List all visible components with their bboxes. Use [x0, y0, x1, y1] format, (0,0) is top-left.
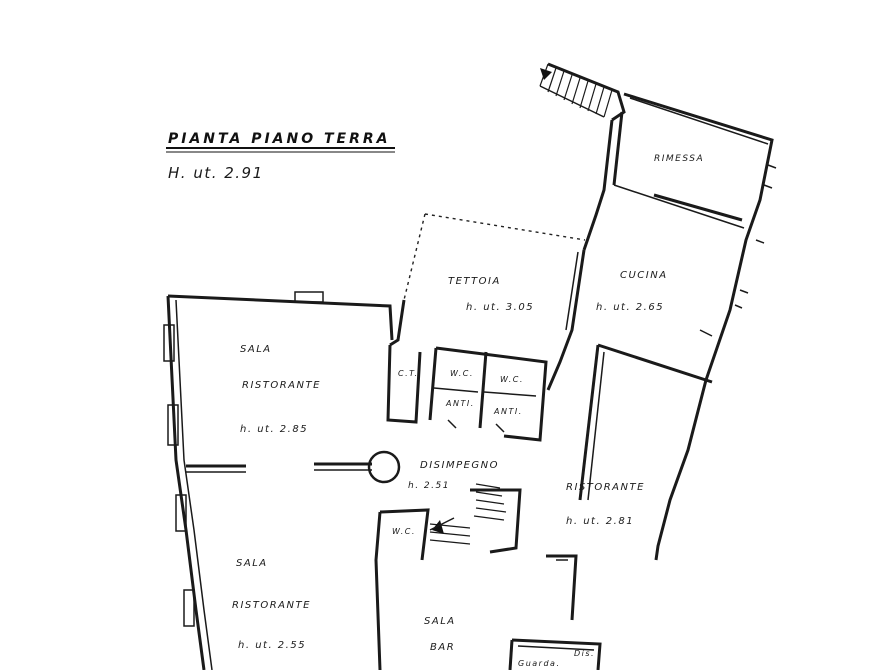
wc-block-walls	[428, 346, 548, 442]
label-ristorante-height: h. ut. 2.81	[566, 516, 634, 527]
label-anti1: ANTI.	[445, 399, 475, 408]
tettoia-outline	[389, 213, 586, 391]
label-wc3: W.C.	[392, 527, 416, 536]
height-note: H. ut. 2.91	[168, 164, 264, 182]
label-cucina: CUCINA	[620, 270, 668, 281]
label-disimpegno: DISIMPEGNO	[420, 460, 499, 471]
label-dis: Dis.	[574, 649, 595, 658]
exterior-stairs	[539, 62, 626, 122]
label-tettoia: TETTOIA	[448, 276, 501, 287]
label-sala2-ristorante: RISTORANTE	[232, 600, 311, 611]
label-guardaroba: Guarda.	[518, 659, 560, 668]
label-sala-bar: SALA	[424, 616, 456, 627]
lower-walls	[508, 554, 602, 670]
label-ristorante: RISTORANTE	[566, 482, 645, 493]
label-rimessa: RIMESSA	[654, 154, 704, 164]
label-bar: BAR	[430, 642, 455, 653]
label-wc2: W.C.	[500, 375, 524, 384]
label-sala2-height: h. ut. 2.55	[238, 640, 306, 651]
label-sala2: SALA	[236, 558, 268, 569]
label-tettoia-height: h. ut. 3.05	[466, 302, 534, 313]
label-wc1: W.C.	[450, 369, 474, 378]
central-staircase	[374, 483, 522, 670]
label-ct: C.T.	[398, 369, 419, 378]
label-cucina-height: h. ut. 2.65	[596, 302, 664, 313]
right-wing-walls	[578, 92, 777, 561]
label-anti2: ANTI.	[493, 407, 523, 416]
plan-title: PIANTA PIANO TERRA	[168, 131, 391, 147]
label-disimpegno-height: h. 2.51	[408, 481, 450, 491]
label-sala1: SALA	[240, 344, 272, 355]
sala-ristorante-walls	[163, 291, 422, 670]
label-sala1-height: h. ut. 2.85	[240, 424, 308, 435]
label-sala1-ristorante: RISTORANTE	[242, 380, 321, 391]
